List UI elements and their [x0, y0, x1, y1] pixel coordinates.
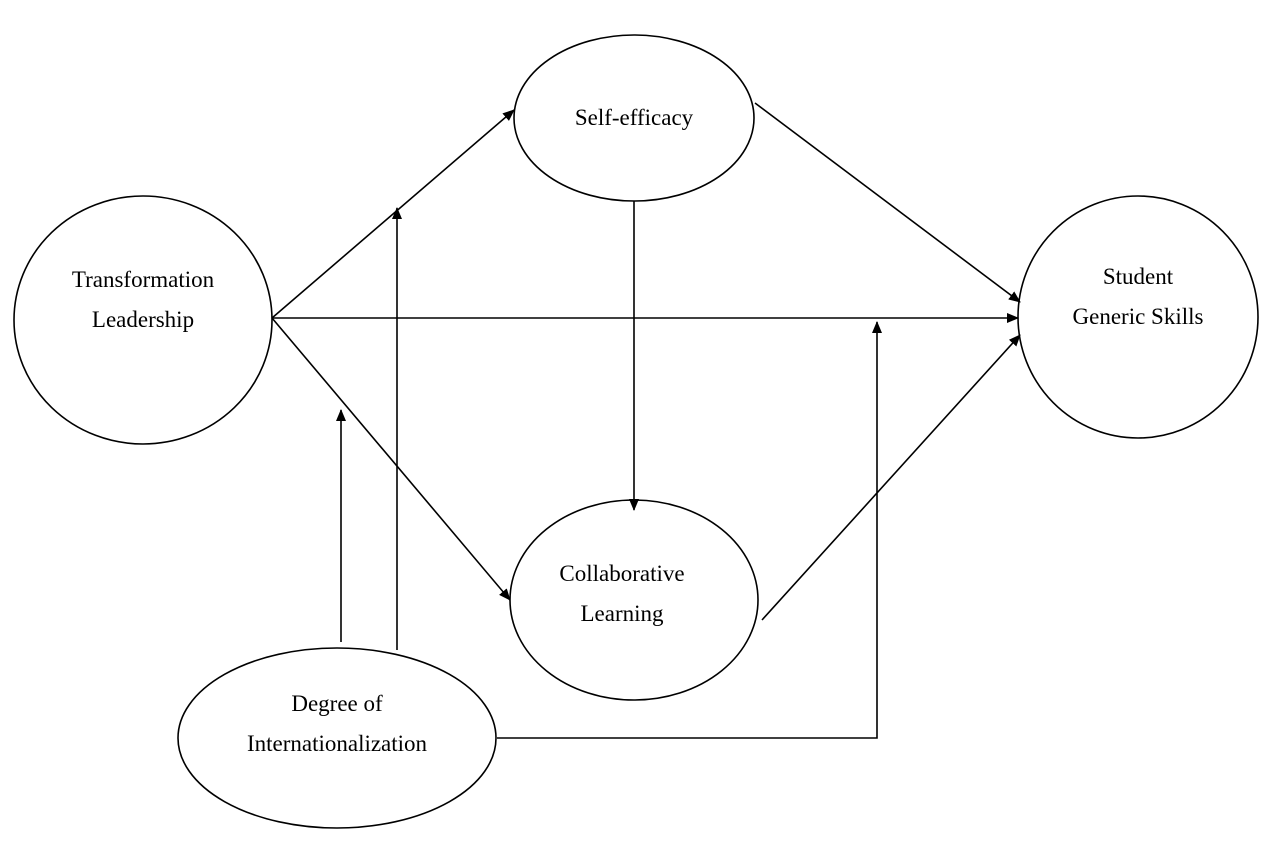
label-line: Student: [1102, 264, 1174, 289]
label-degree-of-internationalization: Degree of Internationalization: [247, 684, 427, 764]
node-transformation-leadership: [13, 195, 273, 445]
label-transformation-leadership: Transformation Leadership: [72, 260, 214, 340]
label-line: Collaborative: [559, 561, 685, 586]
node-degree-of-internationalization: [177, 647, 497, 829]
label-line: Self-efficacy: [574, 105, 694, 130]
label-collaborative-learning: Collaborative Learning: [559, 554, 684, 634]
label-line: Transformation: [71, 267, 215, 292]
label-self-efficacy: Self-efficacy: [575, 98, 693, 138]
edge-tl-to-se: [271, 109, 515, 319]
label-student-generic-skills: Student Generic Skills: [1073, 257, 1204, 337]
label-line: Internationalization: [246, 731, 428, 756]
label-line: Leadership: [91, 307, 195, 332]
edge-se-to-sgs: [754, 102, 1021, 303]
moderation-di-to-tl-sgs: [497, 321, 882, 739]
label-line: Degree of: [291, 691, 383, 716]
label-line: Generic Skills: [1072, 304, 1204, 329]
edge-tl-to-cl: [271, 317, 511, 601]
label-line: Learning: [580, 601, 664, 626]
edge-cl-to-sgs: [761, 334, 1021, 621]
